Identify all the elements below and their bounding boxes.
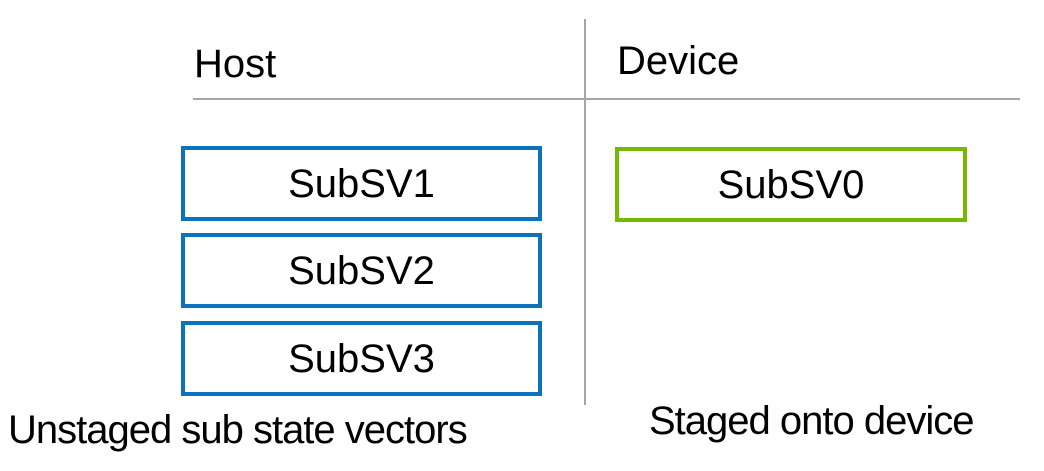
device-subsv0-box: SubSV0 — [615, 147, 967, 222]
host-subsv3-box: SubSV3 — [181, 321, 542, 396]
host-column-header: Host — [194, 42, 277, 86]
header-underline-divider — [193, 98, 1020, 100]
subsv1-label: SubSV1 — [288, 161, 435, 206]
subsv3-label: SubSV3 — [288, 336, 435, 381]
host-subsv1-box: SubSV1 — [181, 146, 542, 221]
host-subsv2-box: SubSV2 — [181, 233, 542, 308]
host-device-divider — [584, 19, 586, 405]
subsv2-label: SubSV2 — [288, 248, 435, 293]
host-caption: Unstaged sub state vectors — [8, 408, 468, 452]
device-caption: Staged onto device — [649, 399, 974, 443]
device-column-header: Device — [617, 39, 740, 83]
subsv0-label: SubSV0 — [717, 162, 865, 207]
